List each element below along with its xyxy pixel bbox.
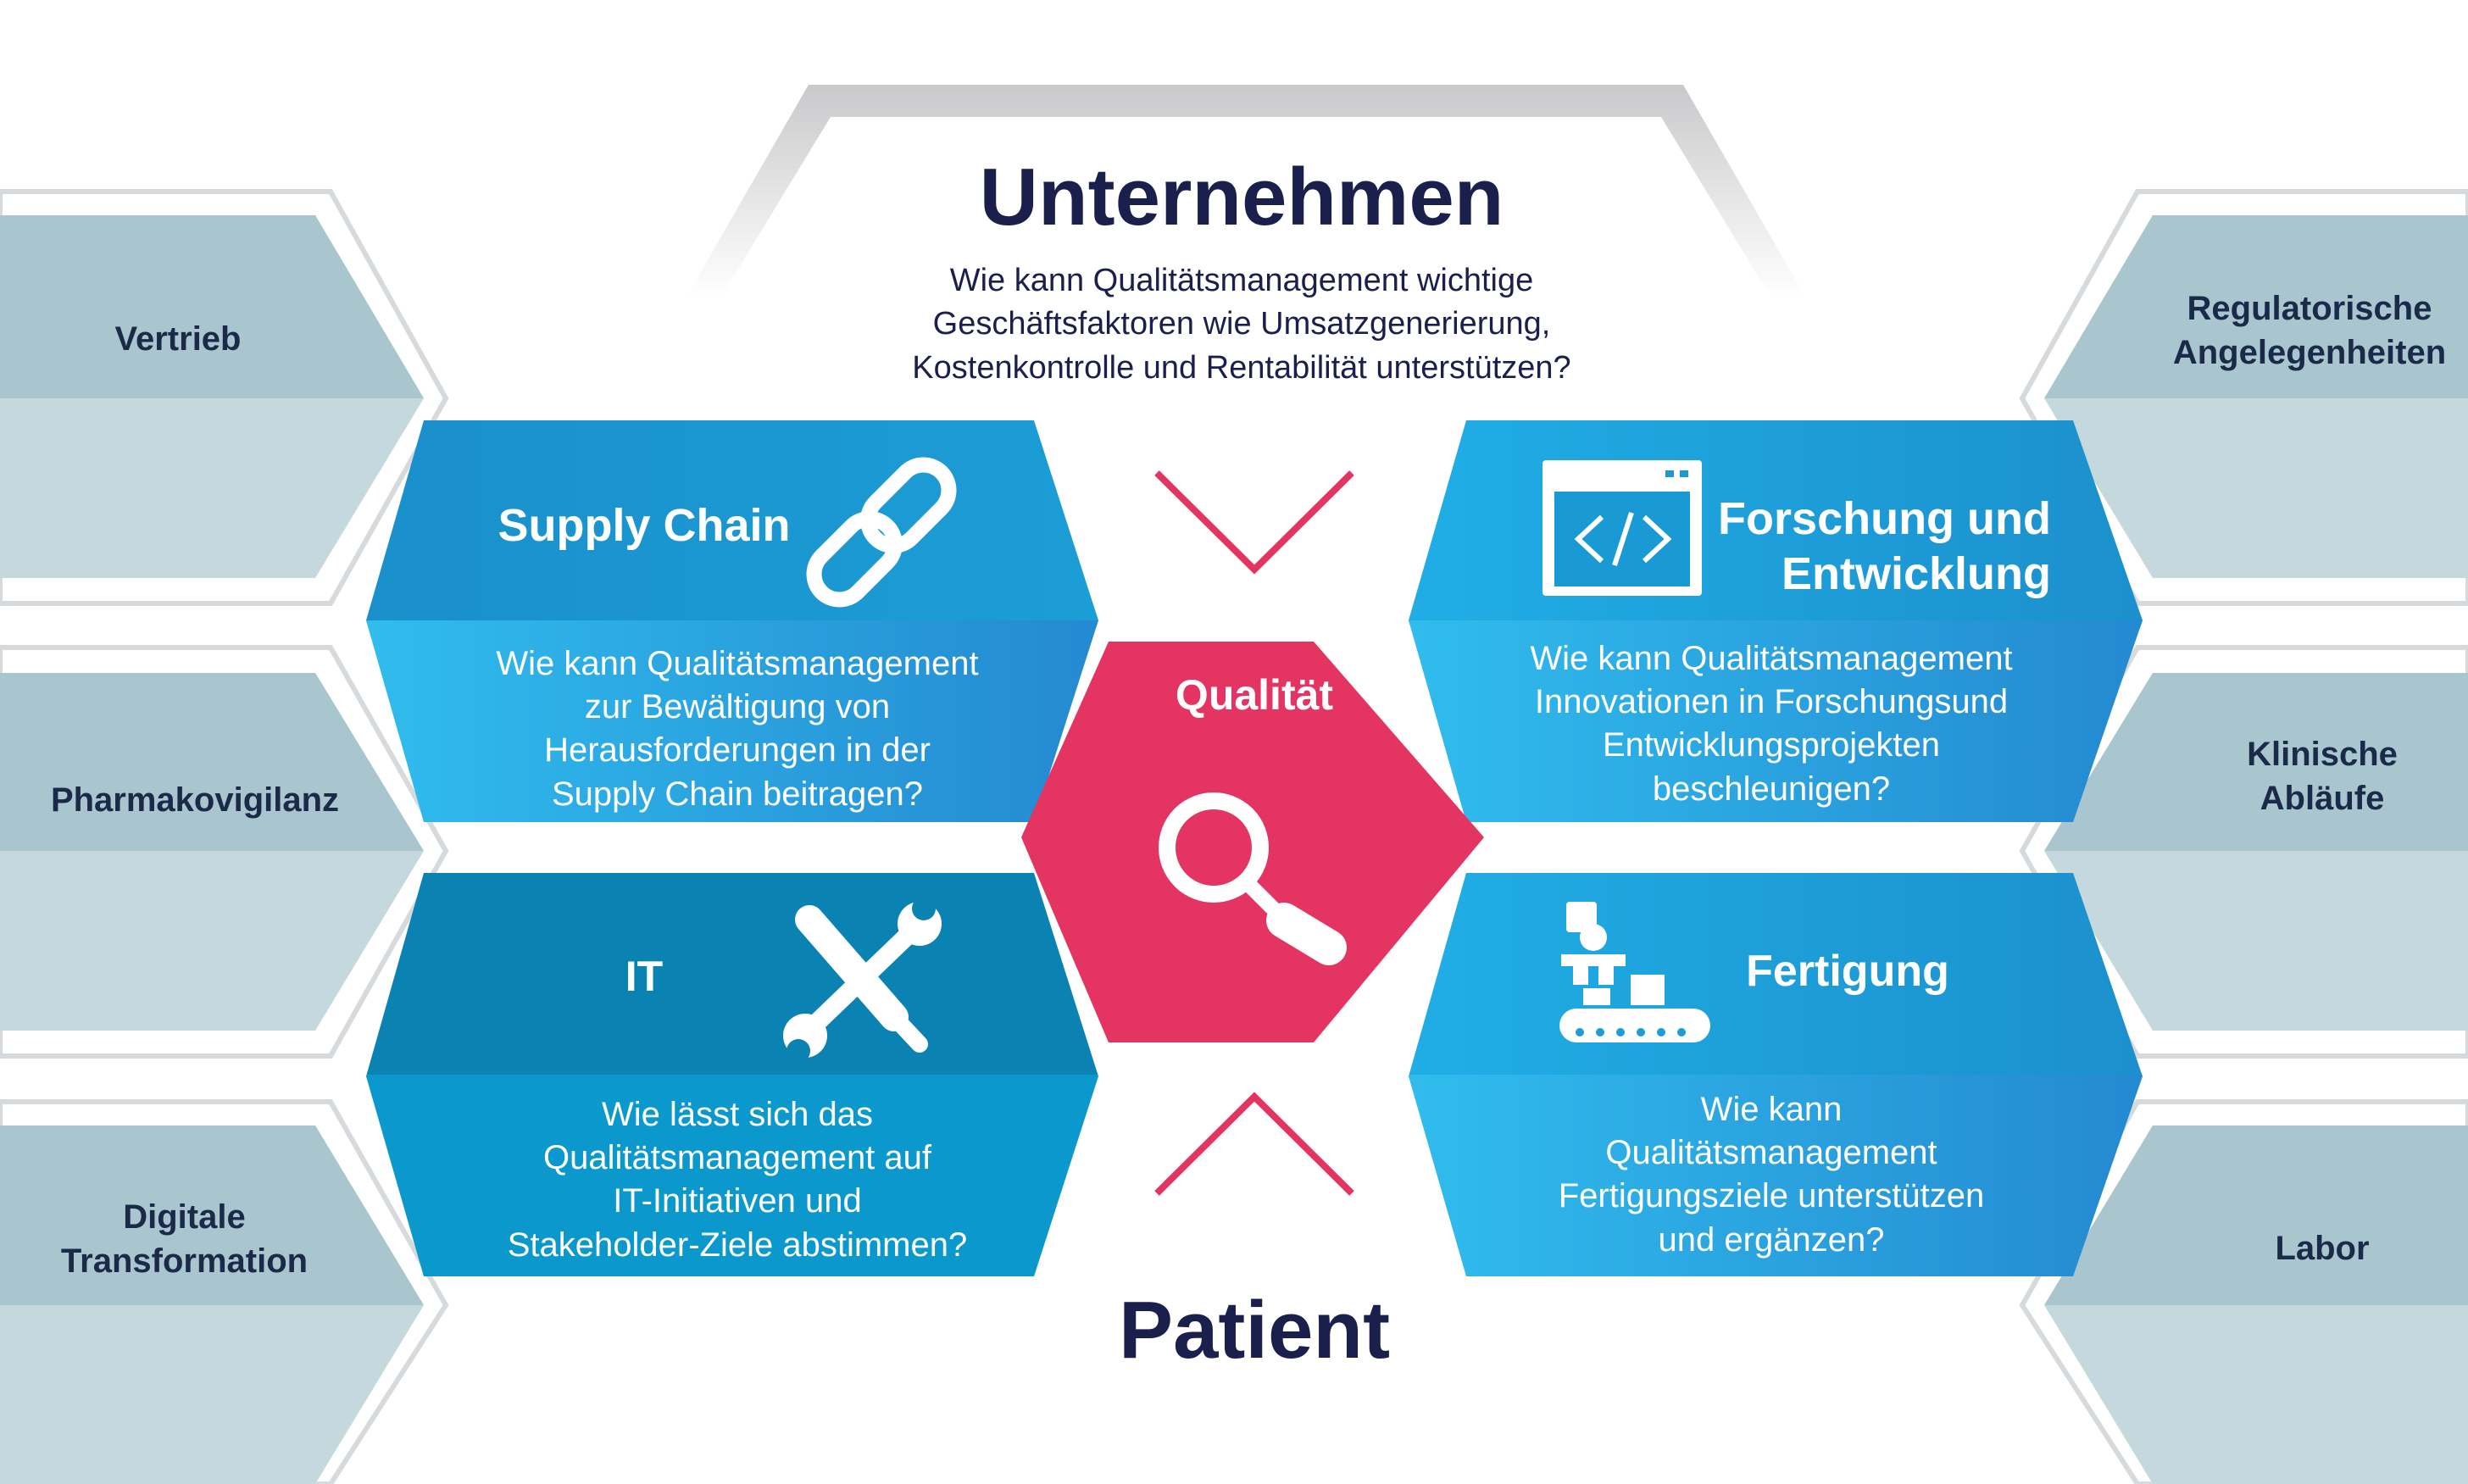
it-title-line: IT — [625, 953, 664, 1000]
company-question-line: Wie kann Qualitätsmanagement wichtige — [949, 263, 1534, 298]
research-title-line: Forschung und — [1718, 493, 2051, 544]
supply-chain-question-line: Supply Chain beitragen? — [551, 775, 924, 813]
company-question: Wie kann Qualitätsmanagement wichtige Ge… — [805, 259, 1678, 390]
right-item-label: Regulatorische — [2187, 290, 2432, 327]
supply-chain-title-line: Supply Chain — [497, 500, 791, 551]
it-question-line: IT-Initiativen und — [613, 1182, 862, 1220]
supply-chain-question-line: Herausforderungen in der — [544, 731, 931, 770]
left-item-digitale-transformation: Digitale Transformation — [0, 1195, 369, 1283]
research-question-line: Wie kann Qualitätsmanagement — [1530, 640, 2013, 677]
it-question-line: Stakeholder-Ziele abstimmen? — [507, 1226, 968, 1264]
supply-chain-question-line: Wie kann Qualitätsmanagement — [496, 645, 979, 682]
hex-research-shape — [1409, 420, 2143, 822]
manufacturing-question-line: und ergänzen? — [1658, 1220, 1885, 1259]
center-label: Qualität — [1175, 671, 1334, 719]
research-title-line: Entwicklung — [1781, 547, 2051, 599]
right-item-label: Abläufe — [2260, 780, 2385, 817]
left-side-shapes — [0, 189, 449, 1484]
right-item-klinische-ablaeufe: Klinische Abläufe — [2110, 732, 2468, 820]
manufacturing-question: Wie kann Qualitätsmanagement Fertigungsz… — [1458, 1088, 2085, 1262]
research-question-line: Entwicklungsprojekten — [1603, 726, 1940, 764]
code-window-icon — [1542, 460, 1702, 596]
factory-robot-icon — [1559, 902, 1710, 1042]
company-question-line: Geschäftsfaktoren wie Umsatzgenerierung, — [932, 306, 1551, 342]
company-frame-inner — [716, 117, 1776, 305]
company-title: Unternehmen — [979, 152, 1504, 242]
right-item-label: Labor — [2275, 1230, 2370, 1267]
research-title: Forschung und Entwicklung — [1695, 492, 2051, 602]
right-item-regulatorische-angelegenheiten: Regulatorische Angelegenheiten — [2110, 286, 2468, 375]
manufacturing-question-line: Qualitätsmanagement — [1605, 1134, 1937, 1172]
it-question-line: Wie lässt sich das — [601, 1096, 874, 1133]
hex-it-shape — [366, 873, 1098, 1276]
supply-chain-title: Supply Chain — [475, 498, 814, 553]
chain-link-icon — [806, 457, 957, 608]
right-item-label: Klinische — [2247, 736, 2398, 773]
hex-manufacturing-shape — [1409, 873, 2143, 1276]
manufacturing-question-line: Fertigungsziele unterstützen — [1558, 1177, 1985, 1215]
patient-title: Patient — [1118, 1285, 1391, 1376]
manufacturing-title: Fertigung — [1712, 945, 1983, 998]
research-question: Wie kann Qualitätsmanagement Innovatione… — [1458, 637, 2085, 811]
research-question-line: Innovationen in Forschungsund — [1534, 683, 2009, 721]
research-question-line: beschleunigen? — [1652, 770, 1891, 808]
magnifier-icon — [1159, 792, 1347, 965]
it-title: IT — [559, 951, 729, 1002]
supply-chain-question-line: zur Bewältigung von — [584, 688, 891, 726]
right-item-label: Angelegenheiten — [2172, 334, 2447, 371]
right-side-shapes — [2019, 189, 2468, 1484]
left-item-pharmakovigilanz: Pharmakovigilanz — [0, 778, 390, 822]
left-item-label: Vertrieb — [114, 320, 242, 358]
left-item-label: Pharmakovigilanz — [50, 781, 340, 819]
wrench-screwdriver-icon — [783, 897, 942, 1063]
company-question-line: Kostenkontrolle und Rentabilität unterst… — [912, 349, 1571, 386]
chevron-up-icon — [1154, 1092, 1354, 1196]
manufacturing-question-line: Wie kann — [1700, 1091, 1843, 1128]
left-item-label: Transformation — [60, 1242, 308, 1280]
it-question: Wie lässt sich das Qualitätsmanagement a… — [424, 1093, 1051, 1267]
hex-supply-chain-shape — [366, 420, 1098, 822]
supply-chain-question: Wie kann Qualitätsmanagement zur Bewälti… — [424, 642, 1051, 816]
left-item-label: Digitale — [123, 1198, 246, 1236]
chevron-down-icon — [1154, 470, 1354, 575]
it-question-line: Qualitätsmanagement auf — [542, 1139, 932, 1177]
right-item-labor: Labor — [2110, 1226, 2468, 1270]
left-item-vertrieb: Vertrieb — [0, 317, 356, 361]
manufacturing-title-line: Fertigung — [1746, 947, 1949, 996]
